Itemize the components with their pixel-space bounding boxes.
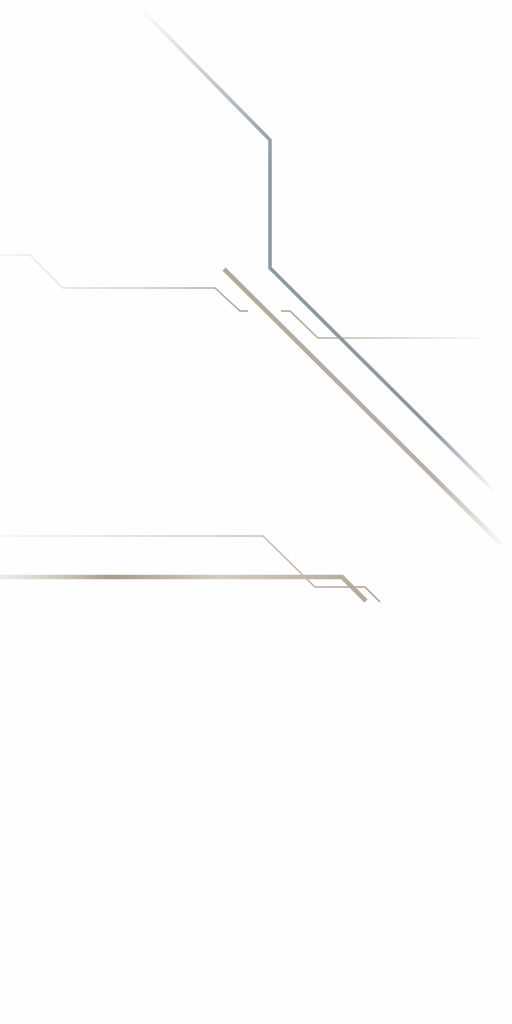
thin-circuit-line-upper-a <box>0 254 248 312</box>
taupe-circuit-line-diagonal <box>222 267 507 550</box>
thin-circuit-line-lower <box>0 535 381 603</box>
blue-circuit-line <box>138 6 497 494</box>
thick-circuit-line-lower <box>0 574 368 603</box>
thin-circuit-line-right-branch <box>281 310 495 339</box>
